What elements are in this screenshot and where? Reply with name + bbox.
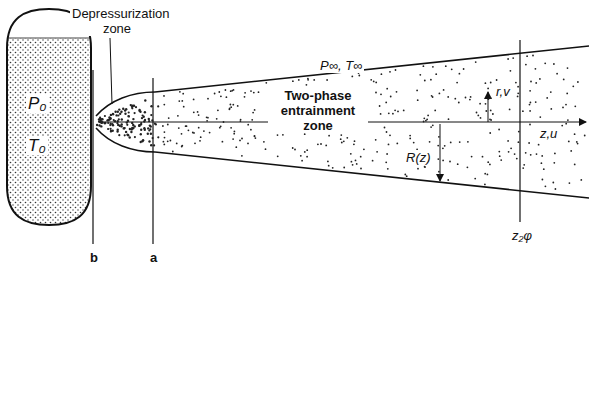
zone-label: Depressurization zone xyxy=(70,6,164,36)
station-label: z₂φ xyxy=(510,228,534,243)
state-variable: T₀ xyxy=(26,136,48,155)
tank-outline xyxy=(4,6,94,228)
radius-label: R(z) xyxy=(404,150,433,165)
ambient-condition: P∞, T∞ xyxy=(318,58,364,73)
station-label: a xyxy=(148,250,159,265)
state-variable: P₀ xyxy=(26,94,49,113)
zone-label: Two-phase entrainment zone xyxy=(268,88,368,133)
axis-label: r,v xyxy=(494,84,512,99)
station-label: b xyxy=(88,250,100,265)
axis-label: z,u xyxy=(538,126,559,141)
pressure-tank: P₀ T₀ xyxy=(4,6,94,228)
